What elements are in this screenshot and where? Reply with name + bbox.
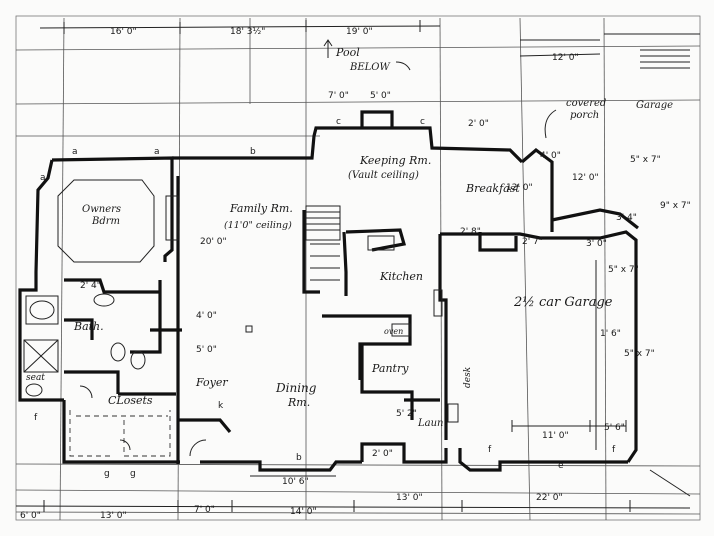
letter-f-2: f xyxy=(612,445,616,455)
dim-4-0-b: 4' 0" xyxy=(196,311,217,321)
dim-bottom-7: 7' 0" xyxy=(194,505,215,515)
label-seat: seat xyxy=(26,373,45,383)
label-kitchen: Kitchen xyxy=(379,270,423,283)
letter-g-2: g xyxy=(130,469,136,479)
letter-g-1: g xyxy=(104,469,110,479)
label-vault: (Vault ceiling) xyxy=(348,170,419,181)
letter-f-3: f xyxy=(34,413,38,423)
label-bdrm: Bdrm xyxy=(91,216,120,227)
interior-walls xyxy=(64,210,518,434)
label-pantry: Pantry xyxy=(371,362,409,375)
column-marker xyxy=(245,325,253,333)
fireplace xyxy=(165,195,179,241)
dim-11-0: 11' 0" xyxy=(542,431,569,441)
letter-c-2: c xyxy=(420,117,425,127)
porch-arrow-icon xyxy=(544,109,557,139)
dim-12-0-breakfast: 12' 0" xyxy=(506,183,533,193)
garage-details xyxy=(433,260,627,450)
label-dining: Dining xyxy=(275,381,317,395)
label-breakfast: Breakfast xyxy=(465,182,520,195)
dim-bottom-22: 22' 0" xyxy=(536,493,563,503)
label-below: BELOW xyxy=(349,62,390,73)
dim-12-0-porch: 12' 0" xyxy=(572,173,599,183)
dim-3-0: 3' 0" xyxy=(586,239,607,249)
dim-5x7-b: 5" x 7" xyxy=(608,265,639,275)
label-big-garage: 2½ car Garage xyxy=(513,295,613,310)
dim-top-19: 19' 0" xyxy=(346,27,373,37)
dim-bottom-14: 14' 0" xyxy=(290,507,317,517)
letter-e: e xyxy=(558,461,564,471)
label-garage-small: Garage xyxy=(636,100,673,111)
top-dimension-line xyxy=(39,20,601,57)
letter-b-2: b xyxy=(296,453,302,463)
label-laun: Laun. xyxy=(417,418,447,429)
label-covered: covered xyxy=(566,98,606,109)
dim-2-8-a: 2' 8" xyxy=(460,227,481,237)
bath-fixtures xyxy=(23,293,146,397)
door-swings xyxy=(79,385,207,457)
label-closets: CLosets xyxy=(108,394,153,407)
stair xyxy=(305,205,341,281)
dim-4-0: 4' 0" xyxy=(540,151,561,161)
letter-b-1: b xyxy=(250,147,256,157)
label-dining-rm: Rm. xyxy=(287,396,310,409)
bottom-dimension-line xyxy=(15,469,691,512)
dim-5-0-b: 5' 0" xyxy=(196,345,217,355)
dim-9x7: 9" x 7" xyxy=(660,201,691,211)
dim-7-0: 7' 0" xyxy=(328,91,349,101)
dim-top-18: 18' 3½" xyxy=(230,27,265,37)
below-arrow-icon xyxy=(395,61,411,71)
grid-lines xyxy=(15,17,701,521)
dim-2-4: 2' 4" xyxy=(80,281,101,291)
dim-5-2: 5' 2" xyxy=(396,409,417,419)
dim-top-12: 12' 0" xyxy=(552,53,579,63)
dim-bottom-6: 6' 0" xyxy=(20,511,41,521)
dim-10-6: 10' 6" xyxy=(282,477,309,487)
sheet-border xyxy=(15,15,701,521)
dim-5-0: 5' 0" xyxy=(370,91,391,101)
letter-c-1: c xyxy=(336,117,341,127)
exterior-walls xyxy=(18,110,639,472)
owners-bedroom-ceiling-outline xyxy=(57,179,155,263)
dim-5-6: 5' 6" xyxy=(604,423,625,433)
letter-f-1: f xyxy=(488,445,492,455)
dim-2-7: 2' 7" xyxy=(522,237,543,247)
dim-bottom-13-a: 13' 0" xyxy=(100,511,127,521)
label-family: Family Rm. xyxy=(229,202,293,215)
oven-box xyxy=(391,323,411,337)
label-bath: Bath. xyxy=(73,320,104,333)
letter-a-3: a xyxy=(40,173,46,183)
dim-5x7-c: 5" x 7" xyxy=(624,349,655,359)
label-pool: Pool xyxy=(335,46,360,59)
letter-a-2: a xyxy=(154,147,160,157)
label-family-ceiling: (11'0" ceiling) xyxy=(224,220,292,231)
label-owners: Owners xyxy=(82,204,121,215)
closet-rods xyxy=(69,410,171,457)
letter-k: k xyxy=(218,401,224,411)
deck-stairs xyxy=(520,33,700,69)
dim-5x7-a: 5" x 7" xyxy=(630,155,661,165)
dim-2-0: 2' 0" xyxy=(468,119,489,129)
range xyxy=(367,235,395,251)
dim-1-6: 1' 6" xyxy=(600,329,621,339)
label-desk: desk xyxy=(463,367,473,388)
dim-20: 20' 0" xyxy=(200,237,227,247)
dim-bottom-13-b: 13' 0" xyxy=(396,493,423,503)
dim-2-0-b: 2' 0" xyxy=(372,449,393,459)
dim-top-16: 16' 0" xyxy=(110,27,137,37)
label-foyer: Foyer xyxy=(195,376,228,389)
label-porch: porch xyxy=(570,110,599,121)
dim-3-4: 3' 4" xyxy=(616,213,637,223)
label-oven: oven xyxy=(384,327,403,336)
pool-arrow-icon xyxy=(323,39,333,58)
letter-a-1: a xyxy=(72,147,78,157)
label-keeping: Keeping Rm. xyxy=(359,154,431,167)
